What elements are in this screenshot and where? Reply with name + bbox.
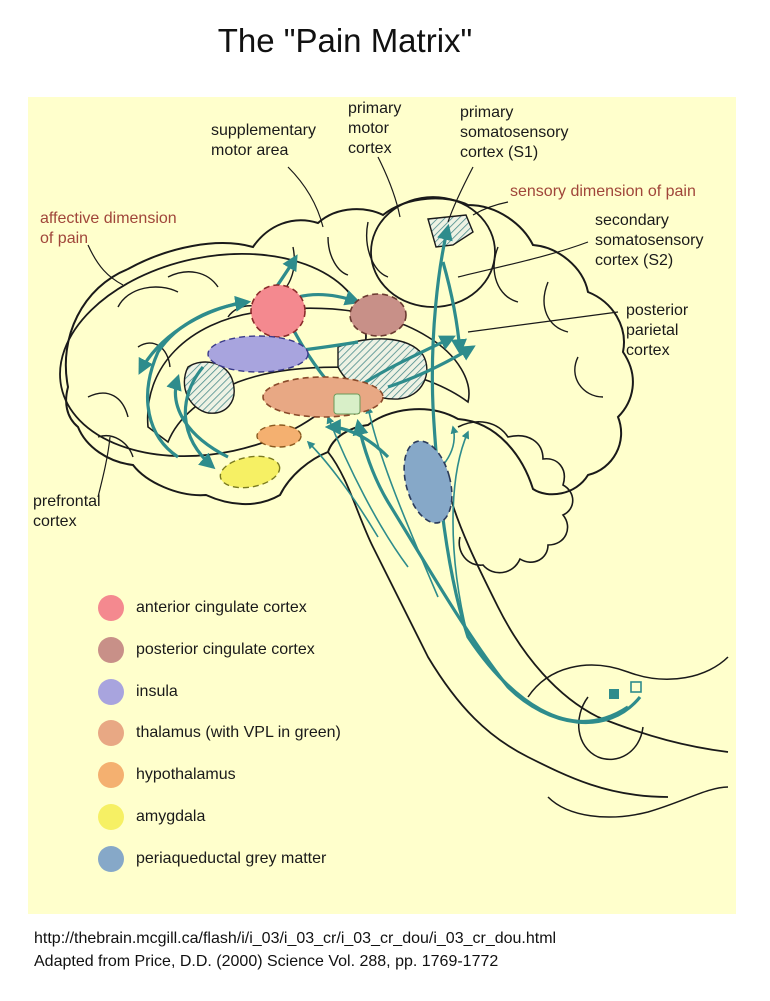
legend-label: anterior cingulate cortex [136, 599, 307, 616]
prefrontal-loop-arrow [146, 295, 252, 459]
spinal-terminal-filled [609, 689, 619, 699]
pain-pathways [138, 223, 642, 724]
cingulate-outline [146, 307, 470, 444]
s1-to-posterior-parietal-arrow [441, 261, 467, 356]
label-secondary-somatosensory-cortex: secondary somatosensory cortex (S2) [595, 212, 704, 269]
legend-item: periaqueductal grey matter [98, 844, 326, 874]
legend-label: insula [136, 682, 178, 700]
region-anterior-cingulate [250, 284, 306, 338]
region-insula [207, 335, 309, 373]
diagram-title: The "Pain Matrix" [217, 22, 473, 59]
brainstem-to-hypothalamus-arrow [324, 419, 390, 459]
legend-item: insula [98, 677, 178, 707]
cerebellum-outline [457, 421, 574, 574]
legend-item: anterior cingulate cortex [98, 593, 307, 623]
region-amygdala [219, 455, 281, 489]
s1-hatched-region [427, 214, 474, 248]
legend-swatch [98, 762, 124, 789]
brainstem-outline [327, 451, 729, 798]
amygdala-to-prefrontal-arrow [166, 373, 229, 459]
legend-label: hypothalamus [136, 766, 236, 784]
spinal-to-s1-arrow [430, 223, 629, 723]
thin-pathways [306, 405, 470, 638]
region-posterior-cingulate [349, 293, 407, 337]
legend-swatch [98, 636, 124, 663]
legend-item: hypothalamus [98, 760, 236, 790]
region-vpl [333, 393, 361, 415]
thalamus-to-s2-arrow [357, 335, 456, 389]
label-affective-dimension: affective dimension of pain [40, 210, 177, 247]
legend-label: periaqueductal grey matter [136, 849, 327, 867]
legend-item: thalamus (with VPL in green) [98, 718, 341, 748]
insula-to-amygdala-arrow [183, 365, 216, 470]
leader-lines [87, 156, 619, 498]
label-prefrontal-cortex: prefrontal cortex [33, 493, 101, 530]
source-url: http://thebrain.mcgill.ca/flash/i/i_03/i… [34, 930, 557, 947]
region-periaqueductal-grey [403, 440, 453, 524]
legend-label: amygdala [136, 808, 206, 825]
legend-label: thalamus (with VPL in green) [136, 724, 341, 742]
region-thalamus [262, 376, 384, 418]
label-supplementary-motor-area: supplementary motor area [211, 122, 316, 159]
acc-to-pcc-arrow [297, 290, 362, 306]
spinal-terminal-open [630, 681, 642, 693]
label-sensory-dimension: sensory dimension of pain [510, 183, 696, 200]
legend-item: posterior cingulate cortex [98, 635, 315, 665]
legend-swatch [98, 678, 124, 705]
legend-swatch [98, 720, 124, 747]
brain-diagram [59, 156, 729, 818]
legend-label: posterior cingulate cortex [136, 640, 315, 658]
legend-swatch [98, 845, 124, 872]
spinal-section-outline [527, 656, 729, 818]
source-citation: Adapted from Price, D.D. (2000) Science … [34, 953, 499, 970]
label-primary-somatosensory-cortex: primary somatosensory cortex (S1) [460, 104, 569, 161]
label-posterior-parietal-cortex: posterior parietal cortex [626, 302, 689, 359]
legend-swatch [98, 595, 124, 621]
legend-item: amygdala [98, 802, 205, 832]
label-primary-motor-cortex: primary motor cortex [348, 100, 402, 157]
region-hypothalamus [256, 424, 302, 448]
legend-swatch [98, 804, 124, 830]
diagram-panel: supplementary motor area primary motor c… [28, 97, 736, 914]
cortex-outline [64, 197, 634, 506]
sensory-dimension-ellipse [370, 196, 496, 308]
